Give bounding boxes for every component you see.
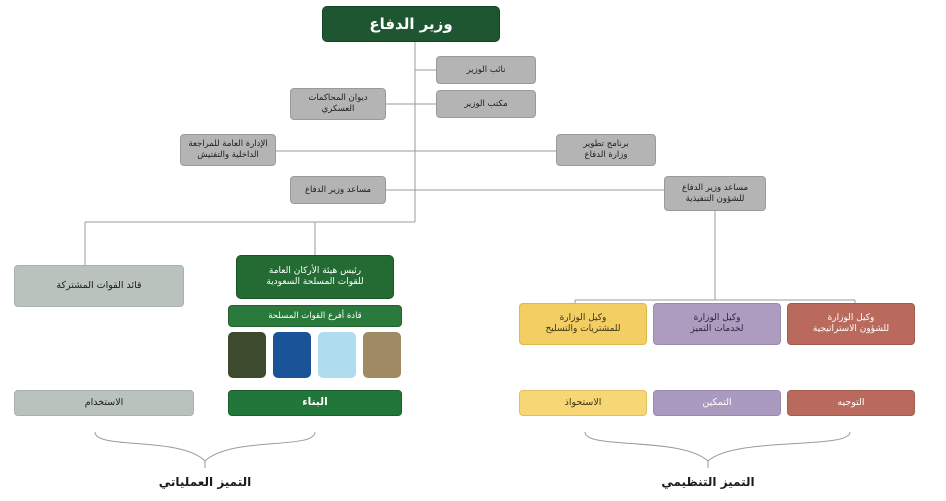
node-internal-audit-inspection[interactable]: الإدارة العامة للمراجعة الداخلية والتفتي… xyxy=(180,134,276,166)
node-assistant-minister-of-defense[interactable]: مساعد وزير الدفاع xyxy=(290,176,386,204)
swatch-service-air-force[interactable] xyxy=(318,332,356,378)
node-chief-of-general-staff[interactable]: رئيس هيئة الأركان العامة للقوات المسلحة … xyxy=(236,255,394,299)
node-mod-development-program[interactable]: برنامج تطوير وزارة الدفاع xyxy=(556,134,656,166)
pillar-enablement[interactable]: التمكين xyxy=(653,390,781,416)
node-armed-forces-branch-commanders[interactable]: قادة أفرع القوات المسلحة xyxy=(228,305,402,327)
node-assistant-minister-executive-affairs[interactable]: مساعد وزير الدفاع للشؤون التنفيذية xyxy=(664,176,766,211)
node-military-courts-diwan[interactable]: ديوان المحاكمات العسكري xyxy=(290,88,386,120)
pillar-acquisition[interactable]: الاستحواذ xyxy=(519,390,647,416)
node-joint-forces-commander[interactable]: قائد القوات المشتركة xyxy=(14,265,184,307)
pillar-building[interactable]: البناء xyxy=(228,390,402,416)
swatch-service-strategic-missile-force[interactable] xyxy=(363,332,401,378)
swatch-service-navy[interactable] xyxy=(273,332,311,378)
pillar-direction[interactable]: التوجيه xyxy=(787,390,915,416)
caption-operational-excellence: التميز العملياتي xyxy=(158,475,252,489)
pillar-employment[interactable]: الاستخدام xyxy=(14,390,194,416)
node-minister-of-defense[interactable]: وزير الدفاع xyxy=(322,6,500,42)
node-minister-office[interactable]: مكتب الوزير xyxy=(436,90,536,118)
node-vice-minister-procurement-armament[interactable]: وكيل الوزارة للمشتريات والتسليح xyxy=(519,303,647,345)
node-deputy-minister[interactable]: نائب الوزير xyxy=(436,56,536,84)
swatch-service-army[interactable] xyxy=(228,332,266,378)
caption-organizational-excellence: التميز التنظيمي xyxy=(661,475,755,489)
node-vice-minister-excellence-services[interactable]: وكيل الوزارة لخدمات التميز xyxy=(653,303,781,345)
node-vice-minister-strategic-affairs[interactable]: وكيل الوزارة للشؤون الاستراتيجية xyxy=(787,303,915,345)
